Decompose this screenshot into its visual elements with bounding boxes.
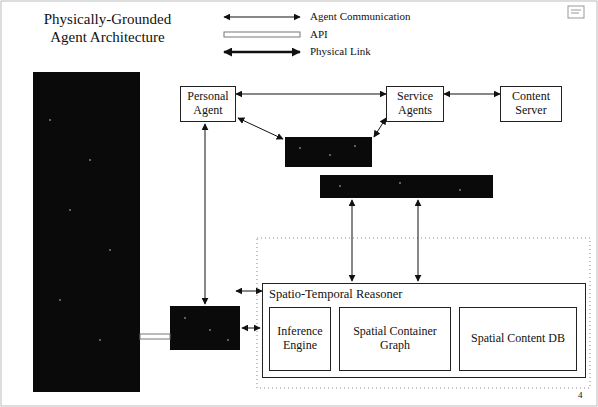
legend-text: API [310,28,328,40]
link-line [418,200,419,281]
node-text: Inference Engine [274,325,326,353]
region-outline [257,238,590,388]
agent-link [444,94,500,95]
redacted-panel [33,72,140,392]
link-line [374,118,386,137]
agent-box: Personal Agent [180,86,236,122]
node-text: Personal Agent [185,90,231,118]
diagram-title: Physically-Grounded Agent Architecture [35,10,180,46]
redacted-box [170,306,240,350]
module-box: Spatial Content DB [459,307,577,371]
link-line [205,124,206,304]
module-box: Spatial Container Graph [339,307,451,371]
legend-sample [224,32,300,37]
logo [568,6,584,18]
legend-sample [224,51,300,54]
redacted-bar [320,175,493,198]
link-line [242,328,260,329]
agent-link [236,291,262,292]
agent-link [236,94,386,95]
node-text: Spatial Content DB [471,332,565,346]
page-number: 4 [578,390,583,400]
redacted-box [285,137,372,167]
node-text: Service Agents [391,90,439,118]
api-link [140,334,170,339]
node-text: Spatio-Temporal Reasoner [269,287,402,301]
agent-box: Service Agents [386,86,444,122]
legend-text: Physical Link [310,45,371,57]
legend-sample [224,17,300,18]
server-box: Content Server [500,86,562,122]
link-line [238,118,283,139]
legend-text: Agent Communication [310,10,411,22]
reasoner-container: Spatio-Temporal ReasonerInference Engine… [262,283,586,378]
module-box: Inference Engine [269,307,331,371]
link-line [352,200,353,281]
node-text: Content Server [505,90,557,118]
node-text: Spatial Container Graph [344,325,446,353]
